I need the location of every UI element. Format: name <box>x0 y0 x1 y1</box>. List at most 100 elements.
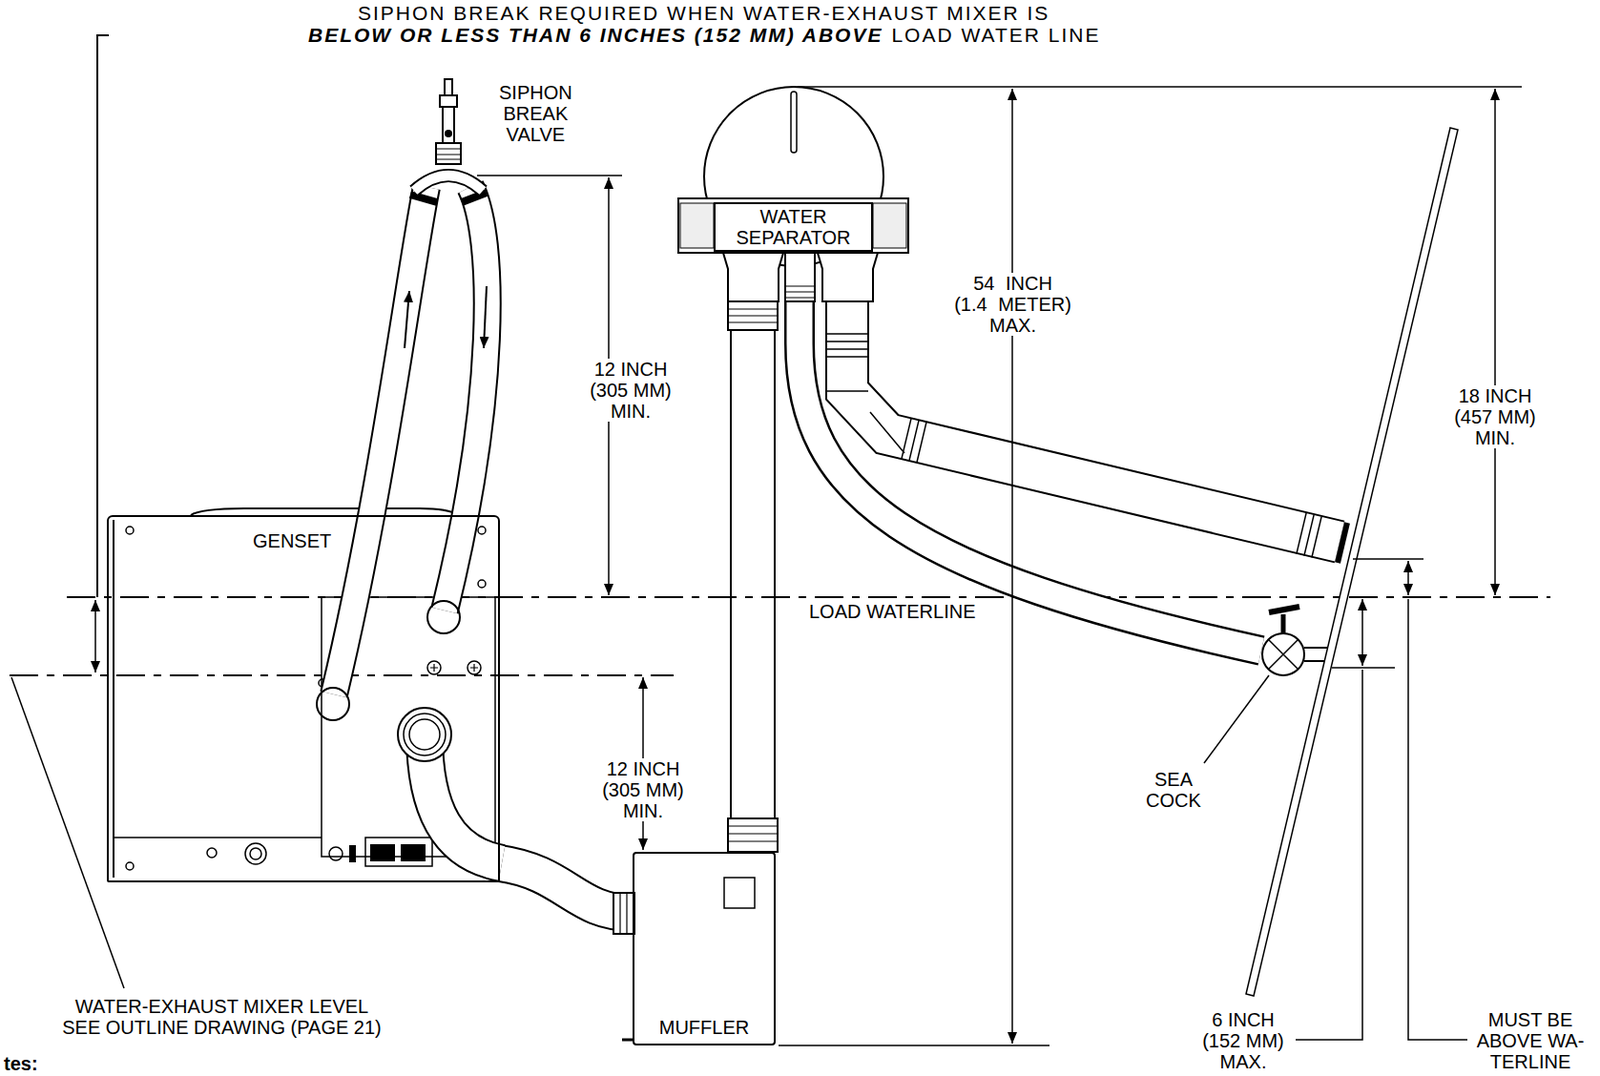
load-waterline <box>66 596 1551 599</box>
sea-cock <box>1262 633 1305 676</box>
screw <box>427 661 441 675</box>
genset-housing: GENSET <box>106 515 500 883</box>
dimension-label: 12 INCH (305 MM) MIN. <box>582 358 679 422</box>
pipe-coupling <box>727 826 778 842</box>
exhaust-pipe <box>729 251 776 852</box>
separator-outlet <box>817 252 878 302</box>
connector-block <box>365 837 433 867</box>
notes-heading: tes: <box>1 1053 41 1075</box>
dimension-label: 6 INCH (152 MM) MAX. <box>1195 1009 1291 1073</box>
drain-plug <box>622 1038 633 1042</box>
siphon-hose <box>333 187 427 695</box>
pipe-ring <box>901 417 1322 558</box>
screw <box>477 526 486 535</box>
drain-hose <box>799 301 1262 651</box>
valve-nut <box>436 143 461 165</box>
screw <box>467 661 481 675</box>
extension-line <box>1331 666 1395 669</box>
waterline-label: LOAD WATERLINE <box>807 601 977 623</box>
pipe-coupling <box>727 309 778 323</box>
leader-note: WATER-EXHAUST MIXER LEVEL SEE OUTLINE DR… <box>57 996 387 1039</box>
hose-port <box>316 687 350 721</box>
part-name: WATER SEPARATOR <box>727 206 861 249</box>
siphon-hose <box>444 187 488 611</box>
note-bracket <box>97 35 109 598</box>
extension-line <box>477 174 623 177</box>
pipe-ring <box>826 333 905 454</box>
dimension-label: 12 INCH (305 MM) MIN. <box>595 758 691 822</box>
screw <box>477 580 486 588</box>
connector-pin <box>370 844 395 862</box>
leader-note: MUST BE ABOVE WA- TERLINE <box>1472 1009 1589 1073</box>
muffler-plate <box>724 877 755 909</box>
genset-top <box>190 508 458 516</box>
dimension-line <box>1494 88 1497 596</box>
sea-cock-handle <box>1281 614 1287 634</box>
exhaust-outlet <box>409 719 440 750</box>
key-switch <box>207 848 217 858</box>
pipe-coupling <box>727 301 778 331</box>
part-name: MUFFLER <box>659 1017 749 1039</box>
extension-line <box>797 85 1522 88</box>
dimension-label: 54 INCH (1.4 METER) MAX. <box>951 272 1075 336</box>
screw <box>430 664 438 672</box>
hull-side <box>1246 127 1458 997</box>
through-hull-flange <box>1337 522 1348 563</box>
siphon-hose <box>333 187 427 695</box>
siphon-fitting <box>414 175 483 191</box>
valve-nut <box>436 148 461 160</box>
separator-flange <box>872 203 907 249</box>
dimension-line <box>1011 88 1014 1044</box>
fitting <box>329 847 343 861</box>
note-line: SIPHON BREAK REQUIRED WHEN WATER-EXHAUST… <box>357 1 1050 25</box>
hose-clamp <box>410 194 437 203</box>
leader-line <box>1295 669 1363 1040</box>
exhaust-outlet <box>397 707 452 762</box>
separator-inlet <box>723 252 784 302</box>
muffler-inlet <box>620 893 627 935</box>
outlet-pipe <box>847 301 1340 542</box>
drain-hose <box>799 301 1262 651</box>
hose-clamp <box>461 192 487 203</box>
part-name: GENSET <box>249 530 334 552</box>
separator-slot <box>790 91 797 153</box>
siphon-valve <box>444 129 453 138</box>
exhaust-outlet <box>403 713 446 756</box>
muffler-box: MUFFLER <box>632 851 776 1046</box>
exhaust-pipe <box>731 251 774 852</box>
separator-box: WATER SEPARATOR <box>713 202 873 252</box>
dimension-label: 18 INCH (457 MM) MIN. <box>1447 385 1543 449</box>
part-label: SEA COCK <box>1133 768 1214 811</box>
dimension-line <box>1407 561 1410 596</box>
screw <box>125 862 134 871</box>
sea-cock <box>1268 640 1298 669</box>
siphon-hose <box>444 187 488 611</box>
screw <box>125 526 134 535</box>
leader-line <box>1408 599 1468 1040</box>
note-text: SIPHON BREAK REQUIRED WHEN WATER-EXHAUST… <box>357 1 1050 24</box>
extension-line <box>1352 558 1424 561</box>
separator-flange <box>680 203 714 249</box>
siphon-valve <box>444 79 453 96</box>
part-label: SIPHON BREAK VALVE <box>497 82 575 146</box>
dimension-line <box>1361 599 1364 666</box>
note-text: BELOW OR LESS THAN 6 INCHES (152 MM) ABO… <box>308 23 883 46</box>
sea-cock-handle <box>1268 606 1300 613</box>
flow-arrow <box>404 290 410 349</box>
extension-line <box>778 1044 1050 1047</box>
leader-line <box>1204 675 1269 764</box>
genset-side <box>112 519 115 878</box>
note-line: BELOW OR LESS THAN 6 INCHES (152 MM) ABO… <box>308 23 1101 47</box>
fitting <box>249 848 262 860</box>
hose-port <box>427 601 460 634</box>
muffler-inlet <box>613 893 635 935</box>
pipe-coupling <box>785 286 815 298</box>
siphon-valve <box>442 106 455 144</box>
separator-body <box>678 198 909 253</box>
connector-pin <box>400 844 426 862</box>
flow-arrow <box>483 286 487 349</box>
screw <box>470 664 478 672</box>
fuse <box>349 845 356 863</box>
